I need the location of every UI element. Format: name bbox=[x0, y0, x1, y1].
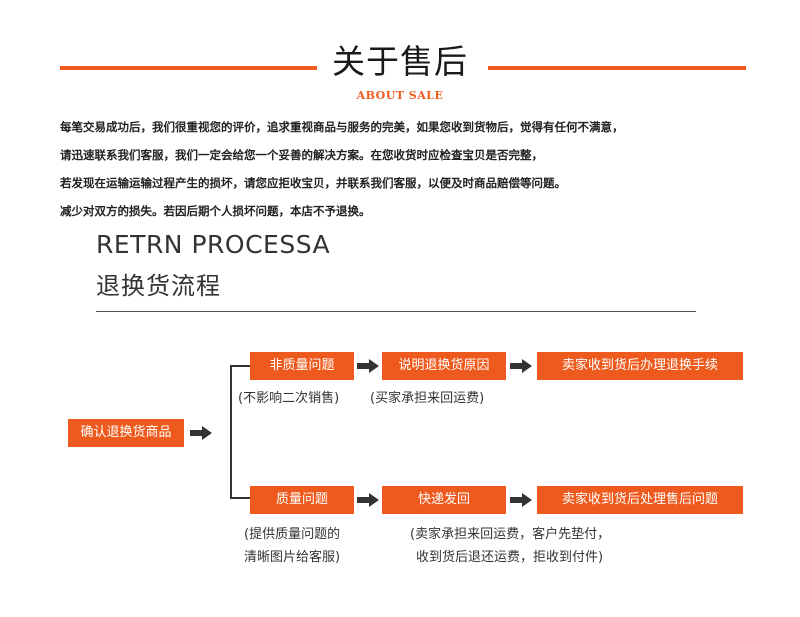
non-quality-note: (不影响二次销售) bbox=[238, 391, 340, 406]
arrow-right-icon bbox=[510, 493, 532, 507]
quality-note-line1: (提供质量问题的 bbox=[244, 527, 341, 542]
intro-line: 请迅速联系我们客服，我们一定会给您一个妥善的解决方案。在您收货时应检查宝贝是否完… bbox=[60, 148, 543, 162]
page-title: 关于售后 bbox=[332, 42, 468, 81]
start-box: 确认退换货商品 bbox=[68, 419, 184, 447]
arrow-right-icon bbox=[510, 359, 532, 373]
connector-vertical bbox=[230, 365, 232, 499]
intro-paragraph: 每笔交易成功后，我们很重视您的评价，追求重视商品与服务的完美，如果您收到货物后，… bbox=[60, 120, 750, 232]
seller-shipping-note-line1: (卖家承担来回运费，客户先垫付， bbox=[410, 527, 611, 542]
quality-box: 质量问题 bbox=[250, 486, 354, 514]
page-subtitle: ABOUT SALE bbox=[356, 89, 444, 102]
arrow-right-icon bbox=[357, 493, 379, 507]
header-line-left bbox=[60, 66, 317, 70]
arrow-right-icon bbox=[190, 426, 212, 440]
intro-line: 减少对双方的损失。若因后期个人损坏问题，本店不予退换。 bbox=[60, 204, 371, 218]
process-divider bbox=[96, 311, 696, 312]
intro-line: 每笔交易成功后，我们很重视您的评价，追求重视商品与服务的完美，如果您收到货物后，… bbox=[60, 120, 624, 134]
seller-exchange-box: 卖家收到货后办理退换手续 bbox=[537, 352, 743, 380]
buyer-shipping-note: (买家承担来回运费) bbox=[370, 391, 485, 406]
express-return-box: 快递发回 bbox=[382, 486, 506, 514]
connector-top bbox=[230, 365, 250, 367]
non-quality-box: 非质量问题 bbox=[250, 352, 354, 380]
connector-bottom bbox=[230, 497, 250, 499]
seller-shipping-note-line2: 收到货后退还运费，拒收到付件) bbox=[416, 550, 604, 565]
process-title-zh: 退换货流程 bbox=[96, 272, 221, 300]
header-line-right bbox=[488, 66, 746, 70]
intro-line: 若发现在运输运输过程产生的损坏，请您应拒收宝贝，并联系我们客服，以便及时商品赔偿… bbox=[60, 176, 566, 190]
seller-aftersale-box: 卖家收到货后处理售后问题 bbox=[537, 486, 743, 514]
process-title-en: RETRN PROCESSA bbox=[96, 230, 331, 259]
explain-reason-box: 说明退换货原因 bbox=[382, 352, 506, 380]
quality-note-line2: 清晰图片给客服) bbox=[244, 550, 341, 565]
arrow-right-icon bbox=[357, 359, 379, 373]
